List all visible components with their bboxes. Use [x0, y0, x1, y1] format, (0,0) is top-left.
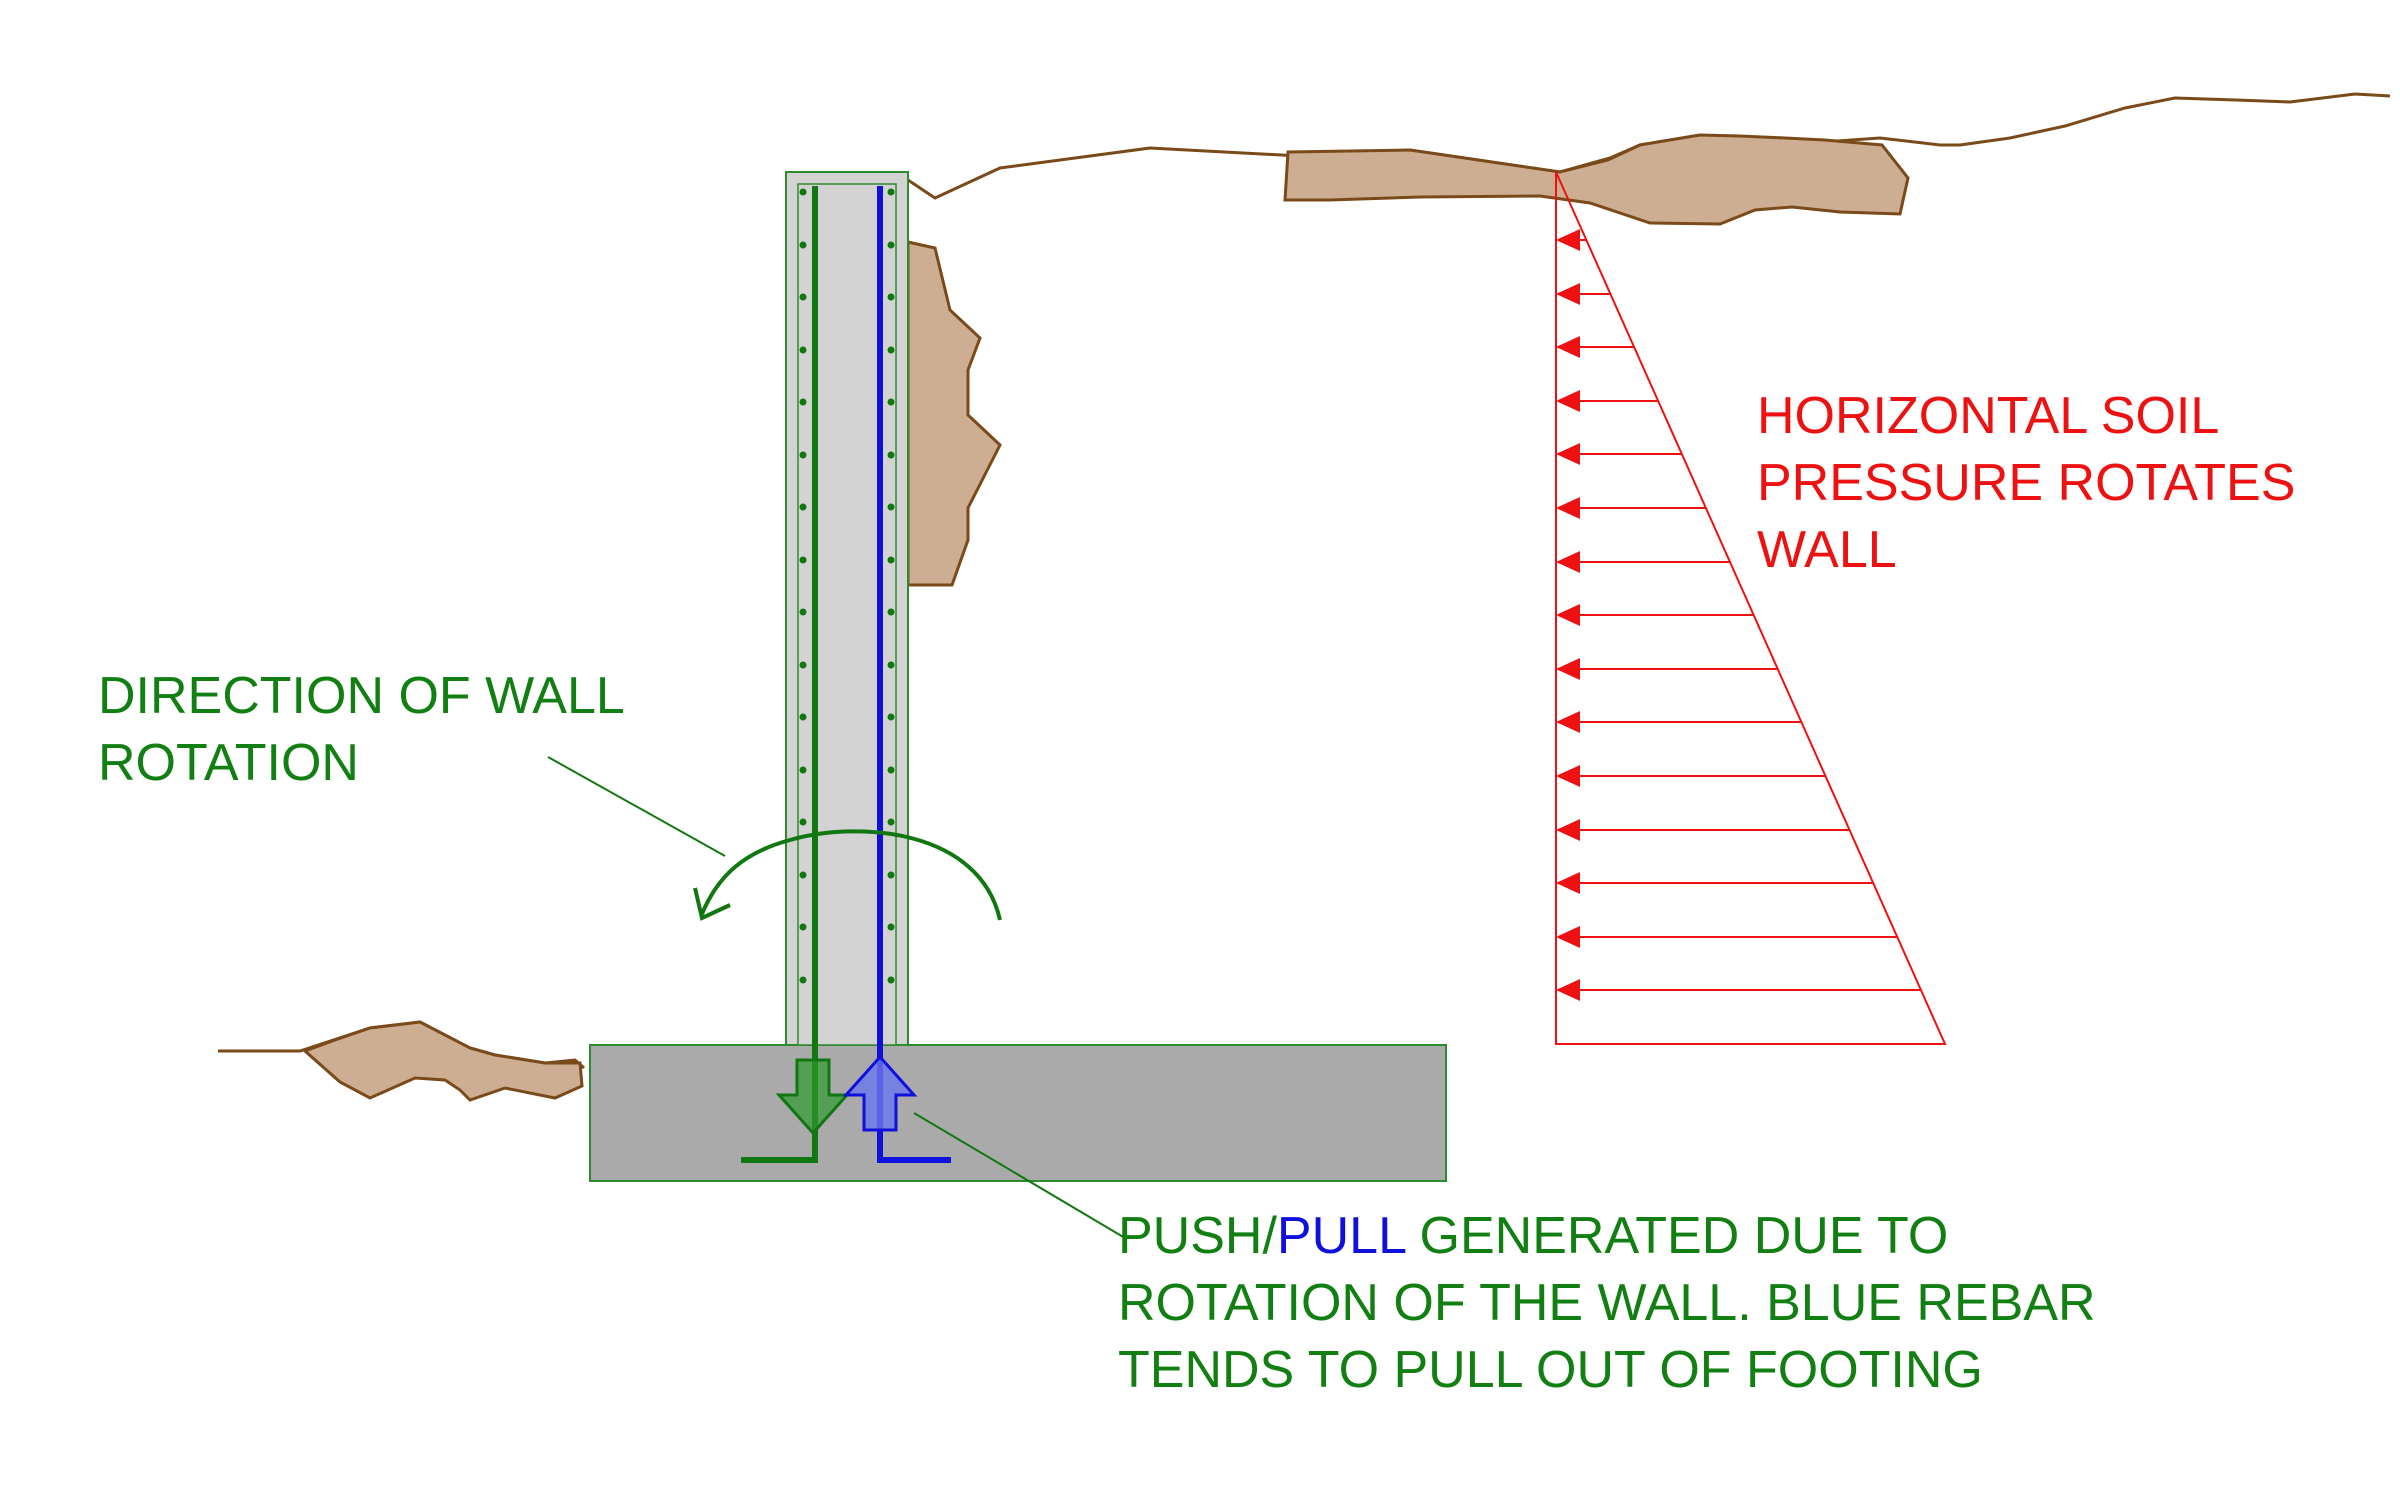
rebar-dot — [887, 241, 895, 249]
rebar-dot — [799, 976, 807, 984]
rebar-dot — [799, 818, 807, 826]
rebar-dot — [799, 293, 807, 301]
rebar-dot — [887, 503, 895, 511]
rebar-dot — [799, 608, 807, 616]
rebar-dot — [799, 451, 807, 459]
pressure-arrowhead — [1556, 765, 1580, 787]
rebar-dot — [799, 766, 807, 774]
rebar-dot — [799, 188, 807, 196]
rotation-label-line2: ROTATION — [98, 734, 359, 792]
pressure-arrowhead — [1556, 658, 1580, 680]
pressure-arrowhead — [1556, 819, 1580, 841]
rebar-dot — [887, 713, 895, 721]
push-pull-label-line2: ROTATION OF THE WALL. BLUE REBAR — [1118, 1274, 2096, 1332]
pressure-arrowhead — [1556, 283, 1580, 305]
rebar-dot — [887, 451, 895, 459]
rebar-dot — [887, 766, 895, 774]
rebar-dot — [799, 346, 807, 354]
rebar-dot — [887, 556, 895, 564]
pull-word: PULL — [1277, 1207, 1406, 1265]
pressure-arrowhead — [1556, 604, 1580, 626]
rebar-dot — [887, 346, 895, 354]
rebar-dot — [799, 871, 807, 879]
rebar-dot — [887, 398, 895, 406]
rebar-dot — [887, 661, 895, 669]
pressure-arrowhead — [1556, 390, 1580, 412]
green-rebar — [741, 186, 818, 1163]
pressure-outline — [1555, 171, 1947, 1045]
soil-clod-top — [1283, 133, 1910, 226]
rebar-dot — [887, 293, 895, 301]
blue-rebar — [877, 186, 951, 1163]
pressure-arrowhead — [1556, 336, 1580, 358]
curved-arrow-head — [693, 887, 731, 921]
rebar-dot — [799, 661, 807, 669]
rebar-dots-right — [887, 188, 895, 984]
pressure-arrowhead — [1556, 551, 1580, 573]
rebar-dots-left — [799, 188, 807, 984]
rebar-dot — [887, 608, 895, 616]
rebar-dot — [799, 503, 807, 511]
pressure-label-line3: WALL — [1757, 521, 1897, 579]
pressure-label-line2: PRESSURE ROTATES — [1757, 454, 2295, 512]
rebar-dot — [887, 188, 895, 196]
soil-clod-wall — [906, 240, 1002, 587]
pressure-arrowhead — [1556, 497, 1580, 519]
push-pull-leader-line — [913, 1112, 1126, 1239]
push-pull-label-line1: PUSH/PULL GENERATED DUE TO — [1118, 1207, 1948, 1265]
rebar-dot — [887, 818, 895, 826]
rotation-label-line1: DIRECTION OF WALL — [98, 667, 625, 725]
pressure-arrowhead — [1556, 872, 1580, 894]
rebar-dot — [799, 241, 807, 249]
rebar-dot — [799, 713, 807, 721]
pressure-arrowhead — [1556, 443, 1580, 465]
pressure-label-line1: HORIZONTAL SOIL — [1757, 387, 2219, 445]
pressure-arrowhead — [1556, 711, 1580, 733]
rebar-dot — [887, 871, 895, 879]
rebar-dot — [799, 923, 807, 931]
pressure-arrowhead — [1556, 926, 1580, 948]
push-pull-label-line3: TENDS TO PULL OUT OF FOOTING — [1118, 1341, 1983, 1399]
rebar-dot — [887, 923, 895, 931]
soil-clod-left — [302, 1020, 584, 1102]
pressure-arrowhead — [1556, 229, 1580, 251]
rebar-dot — [799, 556, 807, 564]
rotation-leader-line — [547, 756, 726, 857]
pull-arrow-icon — [842, 1054, 918, 1132]
pressure-arrows — [1556, 229, 1921, 1001]
rebar-dot — [887, 976, 895, 984]
footing — [589, 1044, 1447, 1182]
pressure-arrowhead — [1556, 979, 1580, 1001]
push-word: PUSH/ — [1118, 1207, 1277, 1265]
push-line1-rest: GENERATED DUE TO — [1405, 1207, 1948, 1265]
rebar-dot — [799, 398, 807, 406]
push-arrow-icon — [775, 1058, 851, 1136]
curved-arrow-left-icon — [700, 829, 1002, 921]
